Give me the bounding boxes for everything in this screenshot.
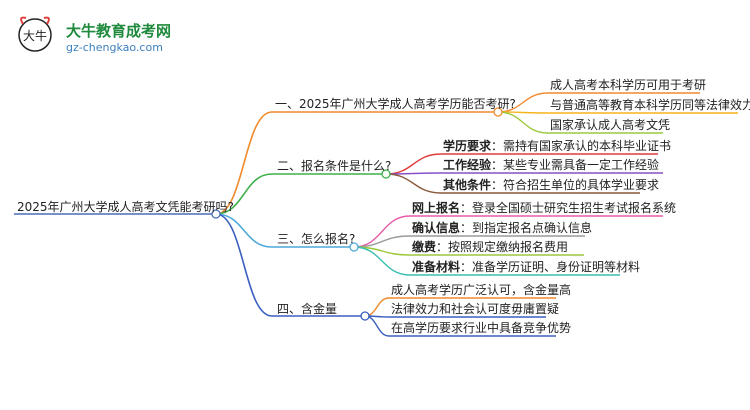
leaf-term: 学历要求: [443, 139, 492, 153]
leaf-term: 工作经验: [443, 158, 492, 172]
branch-3-topic[interactable]: 三、怎么报名?: [277, 232, 356, 246]
branch-1-dot: [493, 107, 503, 117]
branch-3-leaf-connector: [353, 215, 411, 248]
leaf-term: 网上报名: [412, 201, 461, 215]
branch-2-leaf[interactable]: 工作经验：某些专业需具备一定工作经验: [443, 158, 660, 172]
root-topic[interactable]: 2025年广州大学成人高考文凭能考研吗?: [17, 200, 234, 214]
branch-3-dot: [349, 242, 359, 252]
branch-1-leaf[interactable]: 国家承认成人高考文凭: [550, 118, 671, 132]
branch-3-leaf[interactable]: 网上报名：登录全国硕士研究生招生考试报名系统: [412, 201, 677, 215]
branch-2-leaf[interactable]: 其他条件：符合招生单位的具体学业要求: [443, 178, 660, 192]
site-name: 大牛教育成考网: [66, 22, 172, 40]
branch-3-leaf-connector: [353, 246, 411, 276]
branch-1-leaf[interactable]: 与普通高等教育本科学历同等法律效力: [550, 98, 750, 112]
branch-1-topic[interactable]: 一、2025年广州大学成人高考学历能否考研?: [275, 97, 516, 111]
root-node-dot: [211, 209, 221, 219]
root-to-branch-2: [215, 173, 273, 215]
svg-text:大牛: 大牛: [23, 28, 47, 43]
branch-4-leaf[interactable]: 在高学历要求行业中具备竞争优势: [391, 321, 572, 335]
branch-4-topic[interactable]: 四、含金量: [277, 302, 338, 316]
branch-3-leaf[interactable]: 确认信息：到指定报名点确认信息: [412, 221, 593, 235]
leaf-term: 缴费: [412, 240, 437, 254]
branch-4-leaf[interactable]: 成人高考学历广泛认可，含金量高: [391, 283, 572, 297]
root-to-branch-3: [215, 213, 273, 248]
leaf-term: 准备材料: [412, 260, 461, 274]
branch-3-leaf[interactable]: 准备材料：准备学历证明、身份证明等材料: [412, 260, 641, 274]
leaf-term: 确认信息: [412, 221, 461, 235]
branch-4-leaf[interactable]: 法律效力和社会认可度毋庸置疑: [391, 302, 560, 316]
leaf-term: 其他条件: [443, 178, 492, 192]
branch-2-leaf[interactable]: 学历要求：需持有国家承认的本科毕业证书: [443, 139, 672, 153]
branch-3-leaf[interactable]: 缴费：按照规定缴纳报名费用: [412, 240, 569, 254]
branch-4-dot: [360, 311, 370, 321]
branch-1-leaf[interactable]: 成人高考本科学历可用于考研: [550, 78, 707, 92]
branch-2-dot: [381, 169, 391, 179]
bull-logo-icon: 大牛: [18, 16, 52, 52]
site-logo[interactable]: 大牛 大牛教育成考网 gz-chengkao.com: [14, 12, 214, 60]
branch-4-leaf-connector: [364, 315, 390, 337]
branch-2-topic[interactable]: 二、报名条件是什么?: [277, 159, 392, 173]
branch-2-leaf-connector: [385, 173, 442, 194]
branch-2-leaf-connector: [385, 153, 442, 175]
branch-1-leaf-connector: [497, 111, 549, 134]
root-to-branch-1: [215, 111, 273, 215]
root-to-branch-4: [215, 213, 273, 317]
site-url: gz-chengkao.com: [66, 41, 163, 54]
